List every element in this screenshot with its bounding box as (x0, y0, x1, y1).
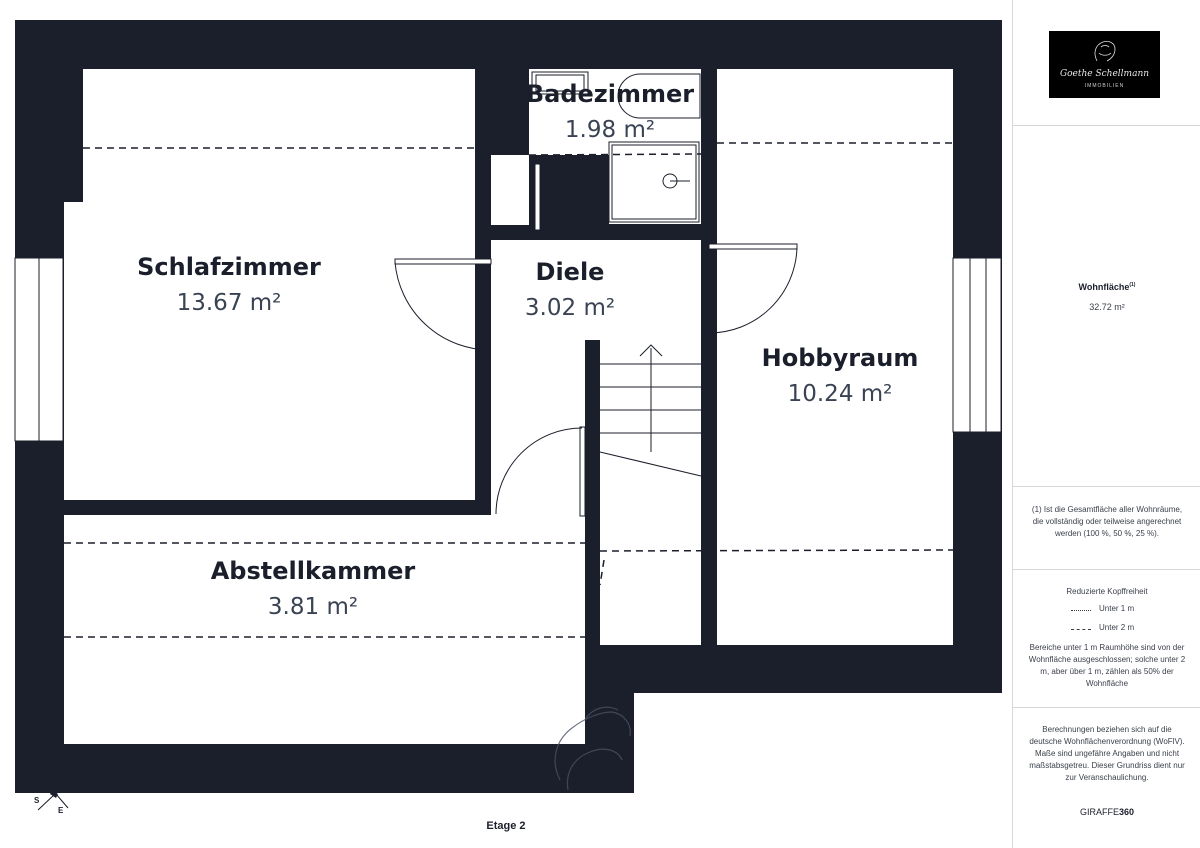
legend-under-1m: Unter 1 m (1013, 604, 1200, 616)
room-area-diele: 3.02 m² (525, 295, 615, 321)
abstellkammer-room (64, 515, 585, 744)
calculation-section: Berechnungen beziehen sich auf die deuts… (1013, 708, 1200, 848)
room-name-diele: Diele (536, 258, 605, 286)
compass-s: S (34, 796, 40, 805)
living-area-title: Wohnfläche(1) (1013, 282, 1200, 292)
room-area-schlafzimmer: 13.67 m² (177, 290, 282, 316)
dotted-line-icon (1071, 610, 1091, 611)
legend-under-1m-label: Unter 1 m (1099, 604, 1135, 613)
schlafzimmer-room (83, 69, 475, 500)
floor-plan: Schlafzimmer 13.67 m² Badezimmer 1.98 m²… (14, 20, 1002, 832)
headroom-title: Reduzierte Kopffreiheit (1066, 587, 1148, 596)
living-area-sup: (1) (1129, 282, 1136, 288)
footnote-text: (1) Ist die Gesamtfläche aller Wohnräume… (1031, 505, 1183, 538)
schlafzimmer-dormer (64, 202, 84, 500)
dashed-line-icon (1071, 629, 1091, 630)
company-logo: Goethe Schellmann IMMOBILIEN (1049, 31, 1160, 98)
compass-e: E (58, 806, 64, 815)
room-area-abstellkammer: 3.81 m² (268, 594, 358, 620)
headroom-section: Reduzierte Kopffreiheit Unter 1 m Unter … (1013, 570, 1200, 708)
headroom-lines (64, 142, 954, 638)
footnote-section: (1) Ist die Gesamtfläche aller Wohnräume… (1013, 487, 1200, 570)
info-panel: Goethe Schellmann IMMOBILIEN Wohnfläche(… (1012, 0, 1200, 848)
compass-w: W (42, 770, 50, 779)
bath-fixtures (531, 71, 701, 223)
doors (394, 163, 798, 517)
room-name-badezimmer: Badezimmer (526, 80, 694, 108)
floor-label: Etage 2 (486, 820, 526, 832)
legend-under-2m: Unter 2 m (1013, 623, 1200, 635)
brand-prefix: GIRAFFE (1079, 807, 1119, 817)
logo-sub: IMMOBILIEN (1084, 83, 1125, 89)
compass-icon: W N S E (30, 768, 80, 818)
hobbyraum-room (717, 69, 953, 645)
bath-passage (491, 155, 529, 225)
room-area-hobbyraum: 10.24 m² (788, 381, 893, 407)
calculation-note: Berechnungen beziehen sich auf die deuts… (1029, 725, 1185, 782)
living-area-value: 32.72 m² (1089, 302, 1125, 312)
legend-under-2m-label: Unter 2 m (1099, 623, 1135, 632)
window-right (952, 257, 1002, 433)
living-area-label: Wohnfläche (1078, 282, 1130, 292)
lion-logo-icon (1094, 41, 1116, 62)
living-area-section: Wohnfläche(1) 32.72 m² (1013, 126, 1200, 487)
diele-lower (491, 340, 585, 516)
logo-section: Goethe Schellmann IMMOBILIEN (1013, 0, 1200, 126)
compass-n: N (68, 782, 74, 791)
watermark-lion-icon (554, 706, 631, 791)
floor-plan-drawing: Schlafzimmer 13.67 m² Badezimmer 1.98 m²… (14, 20, 1002, 793)
headroom-note: Bereiche unter 1 m Raumhöhe sind von der… (1028, 643, 1186, 688)
room-name-schlafzimmer: Schlafzimmer (137, 253, 321, 281)
room-name-hobbyraum: Hobbyraum (762, 344, 919, 372)
stairs (599, 344, 702, 477)
diele-room (491, 240, 701, 340)
room-area-badezimmer: 1.98 m² (565, 117, 655, 143)
room-name-abstellkammer: Abstellkammer (211, 557, 416, 585)
brand-mark: GIRAFFE360 (1013, 807, 1200, 817)
brand-suffix: 360 (1118, 807, 1135, 817)
logo-script: Goethe Schellmann (1059, 69, 1150, 79)
